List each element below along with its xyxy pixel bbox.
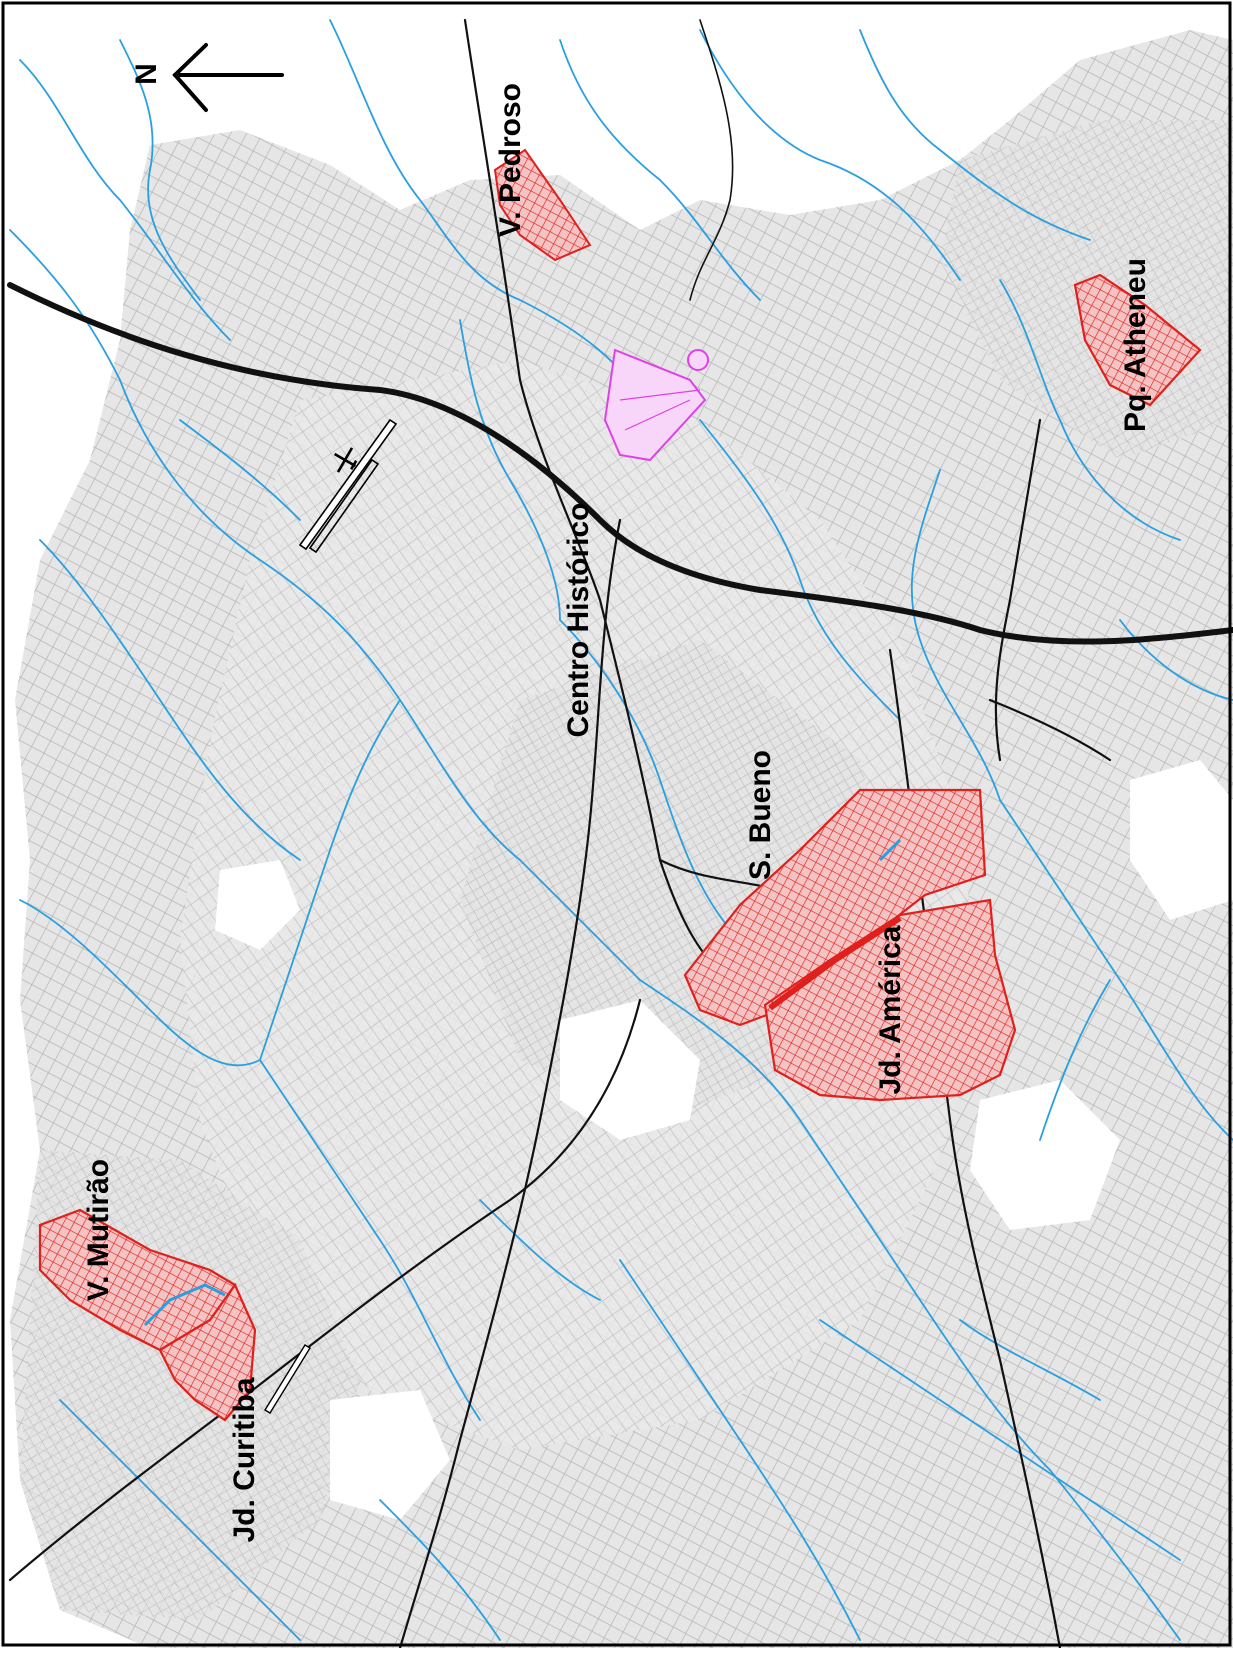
area-jd-curitiba [158,1282,257,1422]
historic-center [603,348,709,462]
area-pq-atheneu [1073,273,1202,407]
north-label: N [130,63,163,85]
place-labels: V. Pedroso Pq. Atheneu Centro Histórico … [82,83,1152,1542]
label-pq-atheneu: Pq. Atheneu [1119,258,1152,432]
rivers [9,19,1233,1641]
area-v-pedroso [493,148,592,262]
north-arrow-icon [172,43,284,112]
area-s-bueno [683,788,987,1027]
label-centro-historico: Centro Histórico [562,502,595,737]
north-arrow: N [130,43,284,112]
airplane-icon [333,447,358,473]
study-areas [38,148,1202,1422]
label-s-bueno: S. Bueno [744,750,777,880]
label-v-pedroso: V. Pedroso [494,83,527,237]
label-v-mutirao: V. Mutirão [82,1159,115,1301]
label-jd-america: Jd. América [874,925,907,1094]
urban-area [10,30,1233,1648]
airfield-curitiba [264,1344,311,1414]
label-jd-curitiba: Jd. Curitiba [228,1377,261,1542]
airport [298,418,398,554]
